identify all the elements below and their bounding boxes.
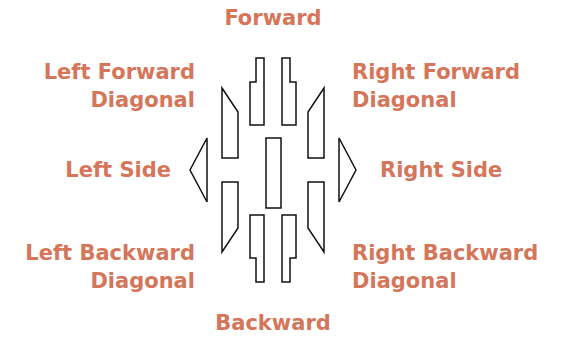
direction-label: Right Backward Diagonal	[352, 239, 562, 295]
direction-label: Left Backward Diagonal	[5, 239, 195, 295]
right-side-arrow	[339, 138, 356, 202]
right-forward-piece	[308, 88, 324, 158]
direction-label: Left Side	[5, 156, 171, 184]
backward-piece	[250, 215, 264, 282]
direction-label: Right Forward Diagonal	[352, 58, 558, 114]
right-backward-piece	[308, 182, 324, 252]
direction-label: Left Forward Diagonal	[5, 58, 195, 114]
backward-piece	[282, 215, 296, 282]
left-forward-piece	[222, 88, 238, 158]
forward-piece	[282, 58, 296, 125]
left-side-arrow	[190, 138, 207, 202]
center-piece	[266, 138, 281, 208]
left-backward-piece	[222, 182, 238, 252]
direction-label: Forward	[173, 4, 373, 32]
forward-piece	[250, 58, 264, 125]
direction-label: Backward	[173, 309, 373, 337]
direction-label: Right Side	[380, 156, 560, 184]
